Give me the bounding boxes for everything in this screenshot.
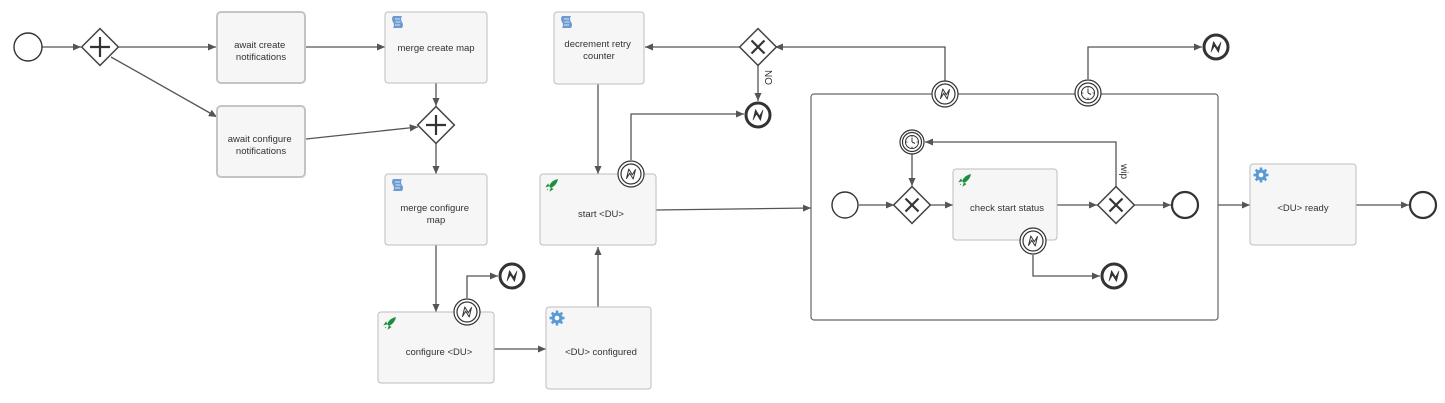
flow-label-wip: wip bbox=[1118, 163, 1129, 179]
task-label: <DU> ready bbox=[1277, 203, 1328, 214]
task-du-ready[interactable]: <DU> ready bbox=[1249, 163, 1357, 246]
timer-icon bbox=[905, 135, 919, 149]
rocket-icon bbox=[545, 179, 558, 192]
task-label: await configure notifications bbox=[228, 134, 295, 157]
exclusive-gateway-retry[interactable] bbox=[738, 27, 778, 67]
task-label: decrement retry counter bbox=[564, 39, 633, 62]
exclusive-gateway-status[interactable] bbox=[1096, 185, 1136, 225]
service-task-icon bbox=[549, 310, 565, 326]
task-label: <DU> configured bbox=[565, 347, 637, 358]
timer-icon bbox=[1081, 86, 1095, 100]
x-icon bbox=[750, 39, 766, 55]
flow-start-error-to-end[interactable] bbox=[630, 110, 744, 160]
exclusive-gateway-merge[interactable] bbox=[892, 185, 932, 225]
sequence-flows bbox=[42, 43, 1409, 353]
task-await-create-notifications[interactable]: await create notifications bbox=[216, 11, 306, 84]
flow-sub-timer-to-end[interactable] bbox=[1087, 43, 1202, 79]
start-event[interactable] bbox=[13, 32, 43, 62]
rocket-icon bbox=[383, 317, 396, 330]
x-icon bbox=[1108, 197, 1124, 213]
service-task-icon bbox=[1253, 167, 1269, 183]
task-label: merge create map bbox=[397, 43, 474, 54]
task-start-du[interactable]: start <DU> bbox=[539, 173, 657, 246]
script-task-icon bbox=[561, 16, 572, 28]
flow-fork-to-await-configure[interactable] bbox=[110, 56, 218, 118]
timer-boundary-event-subprocess[interactable] bbox=[1074, 79, 1102, 107]
error-end-event-check[interactable] bbox=[1100, 262, 1128, 290]
error-boundary-event-configure[interactable] bbox=[453, 298, 481, 326]
task-label: configure <DU> bbox=[406, 347, 473, 358]
flow-await-configure-to-join[interactable] bbox=[305, 124, 419, 140]
flow-configure-error-to-end[interactable] bbox=[466, 272, 498, 298]
error-end-event-start[interactable] bbox=[744, 101, 772, 129]
error-end-event-configure[interactable] bbox=[498, 262, 526, 290]
flow-check-error-to-end[interactable] bbox=[1032, 255, 1100, 280]
error-boundary-event-check[interactable] bbox=[1019, 227, 1047, 255]
plus-icon bbox=[90, 37, 110, 57]
task-merge-create-map[interactable]: merge create map bbox=[384, 11, 488, 84]
error-boundary-event-subprocess[interactable] bbox=[931, 80, 959, 108]
task-label: check start status bbox=[970, 203, 1044, 214]
x-icon bbox=[904, 197, 920, 213]
task-await-configure-notifications[interactable]: await configure notifications bbox=[216, 105, 306, 178]
task-decrement-retry-counter[interactable]: decrement retry counter bbox=[553, 11, 645, 85]
end-event[interactable] bbox=[1408, 190, 1438, 220]
rocket-icon bbox=[958, 174, 971, 187]
parallel-gateway-fork[interactable] bbox=[80, 27, 120, 67]
task-check-start-status[interactable]: check start status bbox=[952, 168, 1058, 241]
task-merge-configure-map[interactable]: merge configure map bbox=[384, 173, 488, 246]
task-label: start <DU> bbox=[578, 209, 624, 220]
flow-label-no: NO bbox=[762, 70, 773, 85]
timer-intermediate-event[interactable] bbox=[899, 129, 925, 155]
error-boundary-event-start[interactable] bbox=[617, 160, 645, 188]
parallel-gateway-join[interactable] bbox=[416, 105, 456, 145]
flow-start-du-to-subprocess[interactable] bbox=[655, 204, 812, 212]
flow-wip-loop[interactable] bbox=[925, 138, 1117, 187]
script-task-icon bbox=[392, 179, 403, 191]
script-task-icon bbox=[392, 16, 403, 28]
flow-sub-error-to-retry-gateway[interactable] bbox=[775, 43, 946, 81]
inner-start-event[interactable] bbox=[831, 191, 859, 219]
task-label: await create notifications bbox=[234, 40, 288, 63]
task-du-configured[interactable]: <DU> configured bbox=[545, 306, 652, 390]
task-label: merge configure map bbox=[400, 203, 471, 226]
inner-end-event[interactable] bbox=[1170, 190, 1200, 220]
task-configure-du[interactable]: configure <DU> bbox=[377, 311, 495, 384]
plus-icon bbox=[426, 115, 446, 135]
error-end-event-timeout[interactable] bbox=[1202, 33, 1230, 61]
